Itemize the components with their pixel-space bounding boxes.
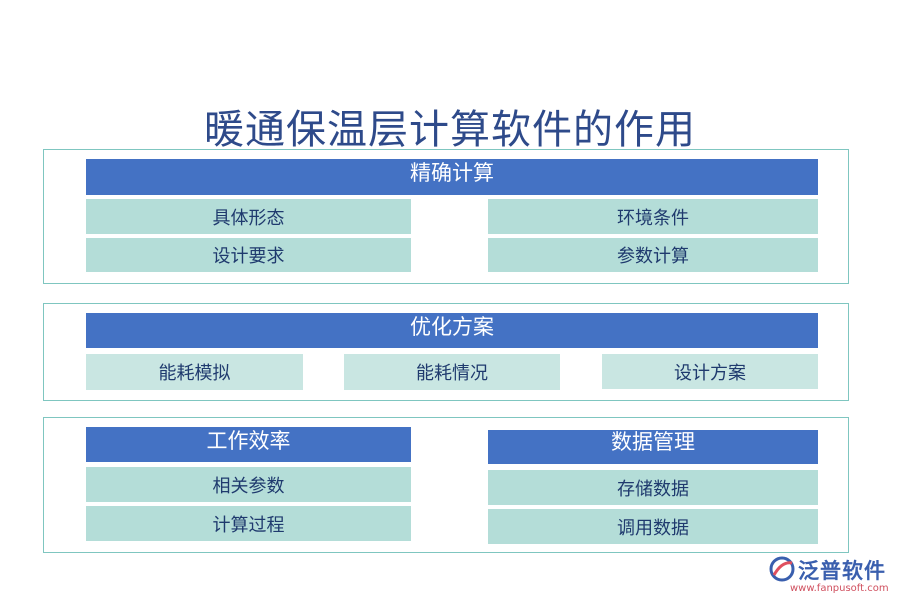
brand-logo: 泛普软件 www.fanpusoft.com: [768, 553, 898, 597]
item-store-data: 存储数据: [488, 470, 818, 505]
logo-name: 泛普软件: [798, 559, 886, 583]
header-data-management: 数据管理: [488, 430, 818, 464]
header-optimization-plan: 优化方案: [86, 313, 818, 348]
item-related-parameters: 相关参数: [86, 467, 411, 502]
item-parameter-calculation: 参数计算: [488, 238, 818, 272]
diagram-title: 暖通保温层计算软件的作用: [204, 107, 696, 153]
header-precise-calculation: 精确计算: [86, 159, 818, 195]
item-specific-form: 具体形态: [86, 199, 411, 234]
item-retrieve-data: 调用数据: [488, 509, 818, 544]
logo-icon: [769, 556, 795, 582]
item-energy-simulation: 能耗模拟: [86, 354, 303, 390]
header-work-efficiency: 工作效率: [86, 427, 411, 462]
logo-url: www.fanpusoft.com: [790, 583, 889, 594]
item-energy-status: 能耗情况: [344, 354, 560, 390]
item-design-plan: 设计方案: [602, 354, 818, 389]
item-calculation-process: 计算过程: [86, 506, 411, 541]
item-environment-conditions: 环境条件: [488, 199, 818, 234]
item-design-requirements: 设计要求: [86, 238, 411, 272]
